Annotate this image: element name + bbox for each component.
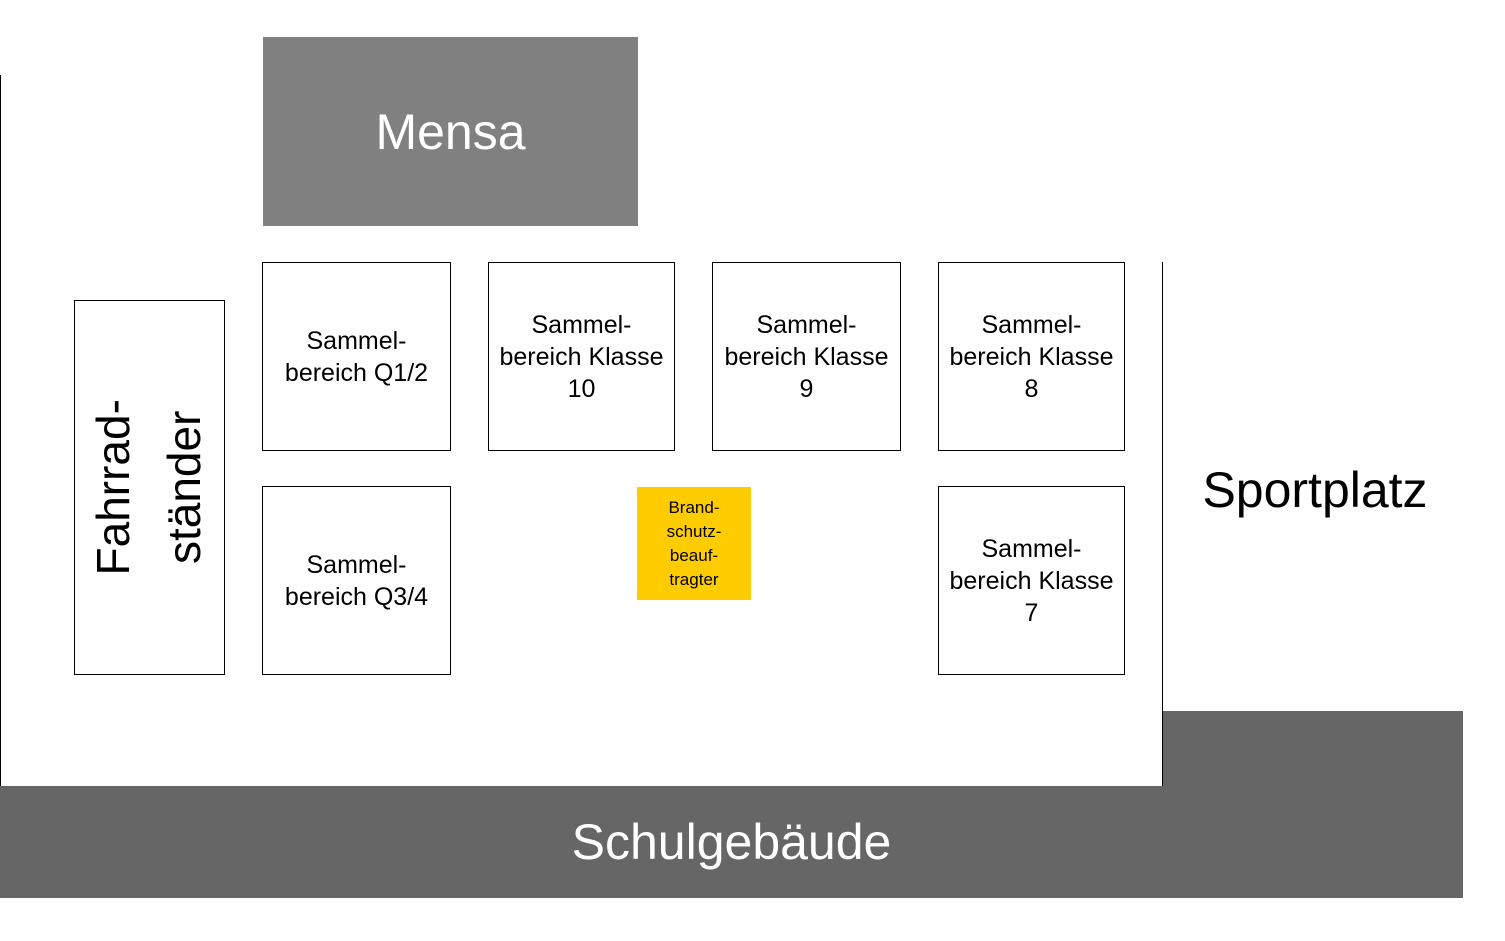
bike-rack-label: Fahrrad- ständer: [87, 399, 211, 576]
assembly-area-label: Sammel- bereich Klasse 8: [949, 310, 1114, 403]
bike-rack: Fahrrad- ständer: [74, 300, 225, 675]
sports-field-label: Sportplatz: [1202, 462, 1428, 518]
sports-field-boundary-line: [1162, 262, 1163, 787]
school-building-extension: [1163, 711, 1463, 787]
mensa-building: Mensa: [263, 37, 638, 226]
school-building-label: Schulgebäude: [571, 814, 892, 870]
fire-warden-label: Brand- schutz- beauf- tragter: [666, 497, 722, 589]
assembly-area-q1-2: Sammel- bereich Q1/2: [262, 262, 451, 451]
assembly-area-label: Sammel- bereich Q1/2: [284, 326, 429, 387]
assembly-area-class-8: Sammel- bereich Klasse 8: [938, 262, 1125, 451]
assembly-area-q3-4: Sammel- bereich Q3/4: [262, 486, 451, 675]
fire-warden-marker: Brand- schutz- beauf- tragter: [637, 487, 751, 600]
assembly-area-label: Sammel- bereich Klasse 10: [499, 310, 664, 403]
mensa-label: Mensa: [375, 103, 526, 160]
assembly-area-label: Sammel- bereich Klasse 7: [949, 534, 1114, 627]
school-building: Schulgebäude: [0, 786, 1463, 898]
assembly-area-label: Sammel- bereich Klasse 9: [724, 310, 889, 403]
assembly-area-label: Sammel- bereich Q3/4: [284, 550, 429, 611]
assembly-area-class-10: Sammel- bereich Klasse 10: [488, 262, 675, 451]
left-boundary-line: [0, 75, 1, 787]
assembly-area-class-9: Sammel- bereich Klasse 9: [712, 262, 901, 451]
assembly-area-class-7: Sammel- bereich Klasse 7: [938, 486, 1125, 675]
